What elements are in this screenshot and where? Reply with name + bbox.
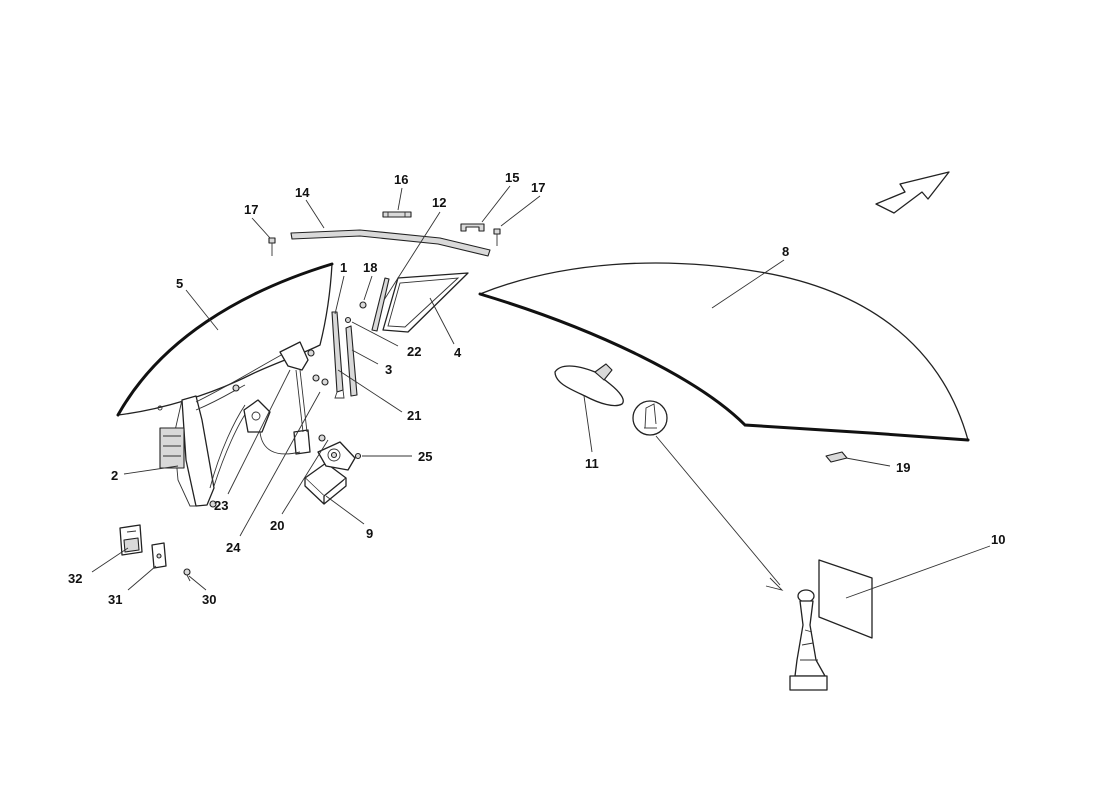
part-9-motor bbox=[304, 441, 356, 505]
part-4-quarter-glass bbox=[382, 272, 469, 333]
callout-31: 31 bbox=[108, 592, 122, 607]
callout-11: 11 bbox=[585, 456, 599, 471]
callout-22: 22 bbox=[407, 344, 421, 359]
part-31-plate bbox=[151, 542, 167, 569]
callout-23: 23 bbox=[214, 498, 228, 513]
leader-lines bbox=[91, 185, 991, 599]
callout-15: 15 bbox=[505, 170, 519, 185]
callout-8: 8 bbox=[782, 244, 789, 259]
part-12-glass-seal bbox=[371, 277, 390, 332]
callout-labels: 1 2 3 4 5 8 9 10 11 12 14 15 16 17 17 18… bbox=[68, 170, 1005, 607]
callout-32: 32 bbox=[68, 571, 82, 586]
callout-17-left: 17 bbox=[244, 202, 258, 217]
part-1-guide-rail bbox=[331, 311, 345, 399]
part-19-tag bbox=[825, 451, 848, 463]
callout-19: 19 bbox=[896, 460, 910, 475]
callout-17-right: 17 bbox=[531, 180, 545, 195]
part-14-seal-strip bbox=[290, 229, 491, 257]
callout-14: 14 bbox=[295, 185, 310, 200]
part-17-pin-right bbox=[493, 228, 501, 246]
part-5-door-glass bbox=[116, 262, 334, 417]
callout-3: 3 bbox=[385, 362, 392, 377]
callout-2: 2 bbox=[111, 468, 118, 483]
part-10-sheet bbox=[818, 559, 873, 639]
part-22-screw bbox=[344, 316, 352, 324]
callout-12: 12 bbox=[432, 195, 446, 210]
callout-9: 9 bbox=[366, 526, 373, 541]
callout-25: 25 bbox=[418, 449, 432, 464]
gear-knob-part bbox=[789, 589, 828, 691]
callout-5: 5 bbox=[176, 276, 183, 291]
callout-24: 24 bbox=[226, 540, 241, 555]
part-30-screw bbox=[183, 568, 191, 582]
callout-16: 16 bbox=[394, 172, 408, 187]
part-2-regulator bbox=[159, 395, 217, 508]
part-3-guide bbox=[345, 325, 358, 397]
callout-1: 1 bbox=[340, 260, 347, 275]
part-15-bracket bbox=[460, 223, 485, 232]
callout-10: 10 bbox=[991, 532, 1005, 547]
callout-20: 20 bbox=[270, 518, 284, 533]
part-8-rear-glass bbox=[478, 262, 970, 442]
callout-21: 21 bbox=[407, 408, 421, 423]
direction-arrow-icon bbox=[875, 171, 950, 214]
part-17-pin-left bbox=[268, 237, 276, 256]
reference-marker-icon bbox=[632, 400, 668, 436]
part-32-switch bbox=[119, 524, 143, 556]
part-11-mirror bbox=[554, 363, 624, 407]
callout-4: 4 bbox=[454, 345, 462, 360]
callout-18: 18 bbox=[363, 260, 377, 275]
part-16-clip bbox=[382, 211, 412, 218]
callout-30: 30 bbox=[202, 592, 216, 607]
part-18-screw bbox=[359, 301, 367, 309]
part-25-screw bbox=[354, 452, 362, 460]
